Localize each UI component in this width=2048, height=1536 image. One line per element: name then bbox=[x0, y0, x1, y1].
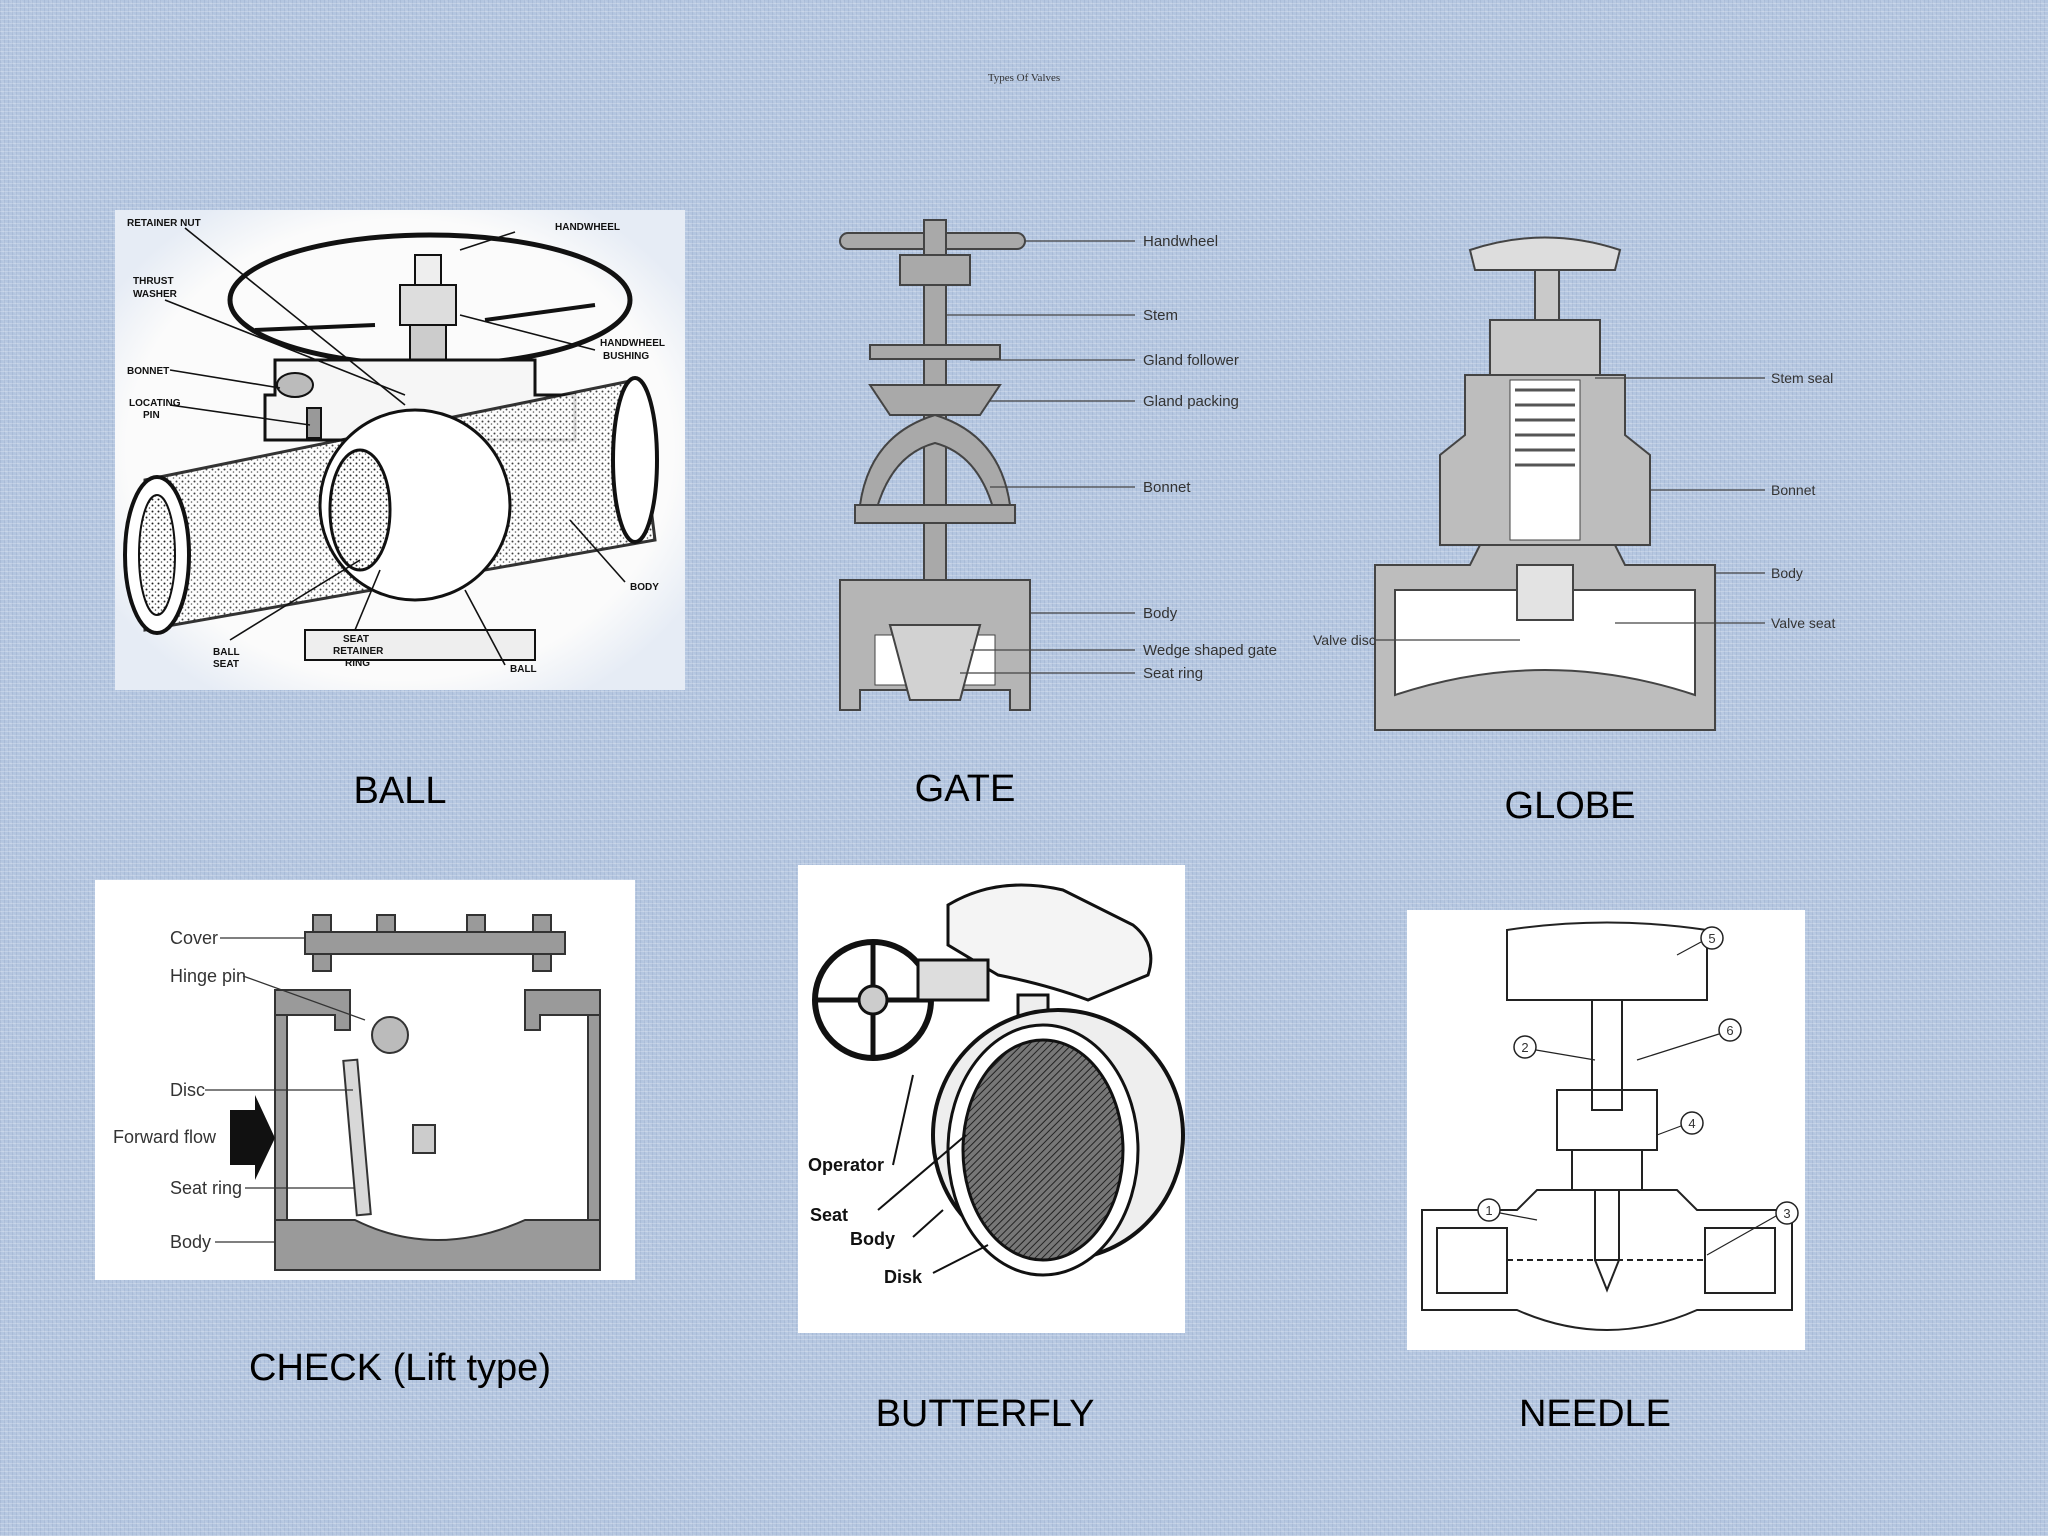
check-label-cover: Cover bbox=[170, 928, 218, 948]
ball-label-seat-2: RETAINER bbox=[333, 646, 384, 657]
ball-label-handwheel: HANDWHEEL bbox=[555, 222, 620, 233]
globe-valve-diagram: Stem seal Bonnet Body Valve seat Valve d… bbox=[1305, 225, 1850, 735]
ball-label-locating: LOCATING bbox=[129, 398, 181, 409]
check-valve-diagram: Cover Hinge pin Disc Forward flow Seat r… bbox=[95, 880, 635, 1280]
ball-label-ball-seat-2: SEAT bbox=[213, 659, 239, 670]
needle-label-3: 3 bbox=[1783, 1206, 1790, 1221]
globe-label-valve-disc: Valve disc bbox=[1313, 632, 1376, 648]
gate-label-seat-ring: Seat ring bbox=[1143, 665, 1203, 682]
ball-label-seat-1: SEAT bbox=[343, 634, 369, 645]
gate-label-gland-packing: Gland packing bbox=[1143, 393, 1239, 410]
ball-label-bonnet: BONNET bbox=[127, 366, 169, 377]
butterfly-label-disk: Disk bbox=[884, 1267, 923, 1287]
globe-label-body: Body bbox=[1771, 565, 1803, 581]
butterfly-label-body: Body bbox=[850, 1229, 895, 1249]
slide-title: Types Of Valves bbox=[987, 72, 1061, 84]
gate-label-body: Body bbox=[1143, 605, 1178, 622]
needle-label-1: 1 bbox=[1485, 1203, 1492, 1218]
gate-label-handwheel: Handwheel bbox=[1143, 233, 1218, 250]
needle-label-2: 2 bbox=[1521, 1040, 1528, 1055]
ball-label-retainer-nut: RETAINER NUT bbox=[127, 218, 201, 229]
butterfly-valve-diagram: Operator Seat Body Disk bbox=[798, 865, 1185, 1333]
ball-label-ball: BALL bbox=[510, 664, 537, 675]
gate-label-gland-follower: Gland follower bbox=[1143, 352, 1239, 369]
check-label-hinge-pin: Hinge pin bbox=[170, 966, 246, 986]
needle-caption: NEEDLE bbox=[1518, 1393, 1672, 1435]
gate-label-wedge: Wedge shaped gate bbox=[1143, 642, 1277, 659]
needle-label-6: 6 bbox=[1726, 1023, 1733, 1038]
ball-label-ball-seat-1: BALL bbox=[213, 647, 240, 658]
needle-label-4: 4 bbox=[1688, 1116, 1695, 1131]
check-label-disc: Disc bbox=[170, 1080, 205, 1100]
butterfly-caption: BUTTERFLY bbox=[875, 1393, 1095, 1435]
ball-label-washer: WASHER bbox=[133, 289, 178, 300]
butterfly-label-seat: Seat bbox=[810, 1205, 848, 1225]
gate-valve-diagram: Handwheel Stem Gland follower Gland pack… bbox=[830, 215, 1300, 740]
ball-valve-diagram: RETAINER NUT HANDWHEEL THRUST WASHER HAN… bbox=[115, 210, 685, 690]
check-label-body: Body bbox=[170, 1232, 211, 1252]
globe-caption: GLOBE bbox=[1504, 785, 1636, 827]
ball-label-thrust: THRUST bbox=[133, 276, 174, 287]
ball-label-body: BODY bbox=[630, 582, 659, 593]
ball-label-pin: PIN bbox=[143, 410, 160, 421]
ball-label-seat-3: RING bbox=[345, 658, 370, 669]
globe-label-bonnet: Bonnet bbox=[1771, 482, 1815, 498]
ball-label-handwheel-2: HANDWHEEL bbox=[600, 338, 665, 349]
needle-valve-diagram: 5 2 3 4 6 1 bbox=[1407, 910, 1805, 1350]
gate-label-stem: Stem bbox=[1143, 307, 1178, 324]
check-label-seat-ring: Seat ring bbox=[170, 1178, 242, 1198]
gate-caption: GATE bbox=[914, 768, 1016, 810]
gate-label-bonnet: Bonnet bbox=[1143, 479, 1191, 496]
butterfly-label-operator: Operator bbox=[808, 1155, 884, 1175]
ball-label-bushing: BUSHING bbox=[603, 351, 649, 362]
globe-label-stem-seal: Stem seal bbox=[1771, 370, 1833, 386]
check-label-forward-flow: Forward flow bbox=[113, 1127, 217, 1147]
ball-caption: BALL bbox=[353, 770, 447, 812]
check-caption: CHECK (Lift type) bbox=[249, 1347, 551, 1389]
needle-label-5: 5 bbox=[1708, 931, 1715, 946]
globe-label-valve-seat: Valve seat bbox=[1771, 615, 1835, 631]
